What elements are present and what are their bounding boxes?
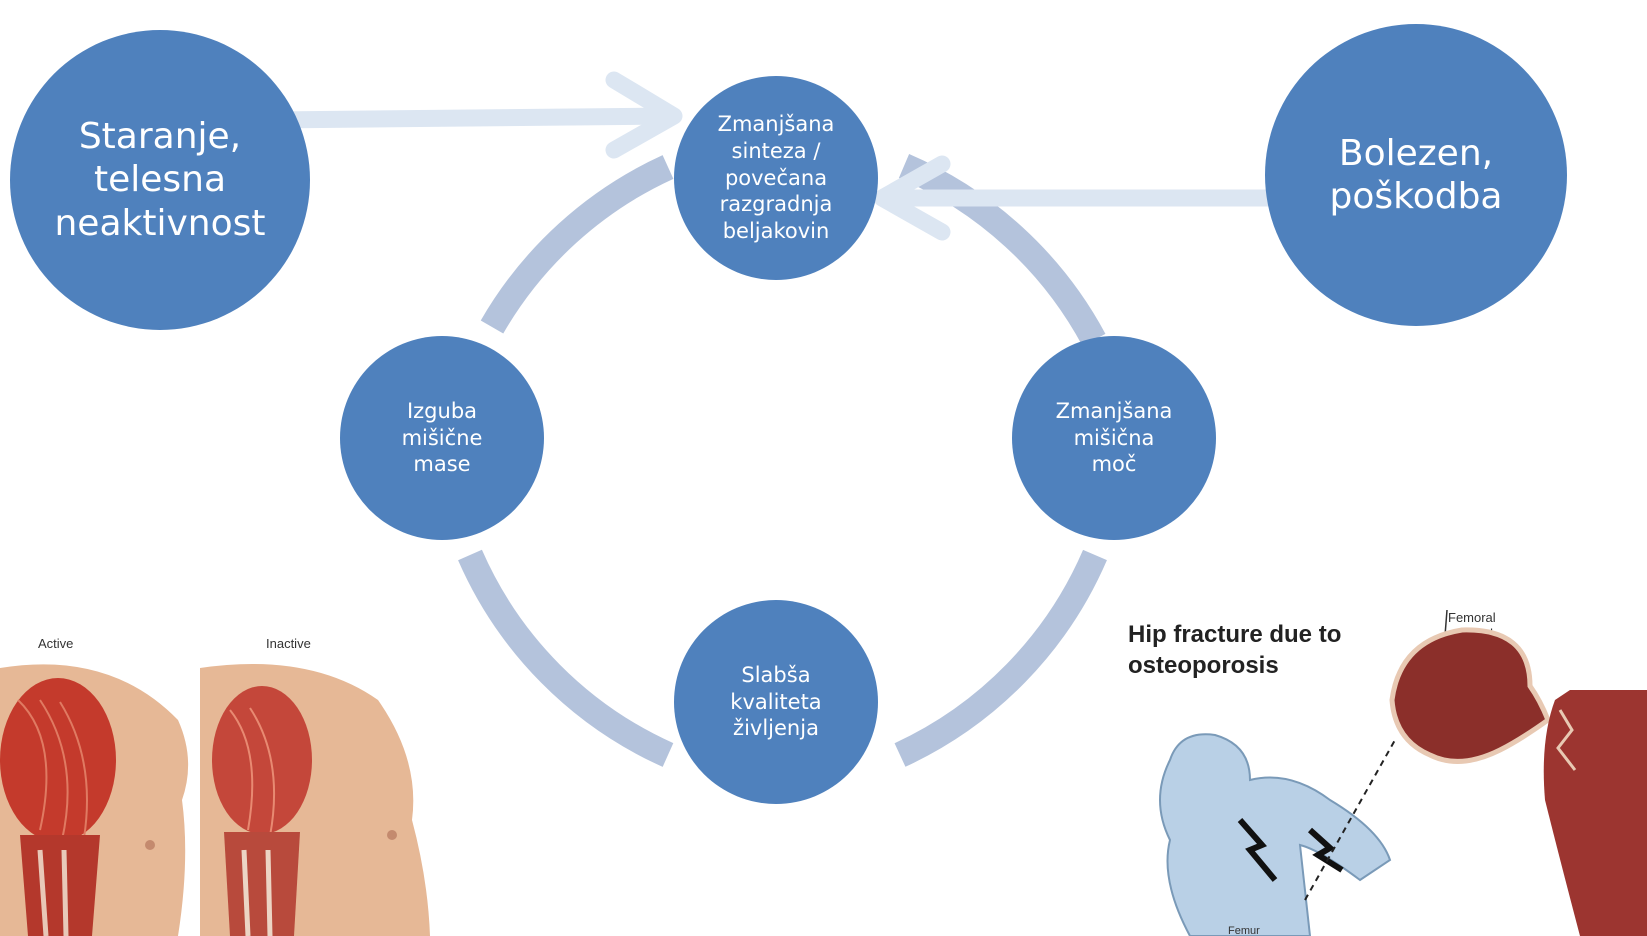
hip-title-line1: Hip fracture due to <box>1128 621 1341 648</box>
node-aging-inactivity: Staranje, telesna neaktivnost <box>10 30 310 330</box>
femur-label: Femur <box>1228 925 1260 936</box>
arrow-from-aging <box>263 71 683 159</box>
node-protein-synthesis: Zmanjšana sinteza / povečana razgradnja … <box>674 76 878 280</box>
label-inactive: Inactive <box>266 636 311 651</box>
ring-segment-right-bottom <box>894 549 1107 767</box>
ring-segment-left-top <box>480 155 674 334</box>
arrow-from-disease <box>873 155 1321 241</box>
node-muscle-mass-loss: Izguba mišične mase <box>340 336 544 540</box>
femoral-label-line1: Femoral <box>1448 610 1496 625</box>
hip-fracture-illustration: Hip fracture due to osteoporosis Femoral… <box>1128 609 1647 936</box>
node-muscle-strength: Zmanjšana mišična moč <box>1012 336 1216 540</box>
muscle-illustration: Active Inactive <box>0 636 430 936</box>
node-quality-of-life: Slabša kvaliteta življenja <box>674 600 878 804</box>
hip-title-line2: osteoporosis <box>1128 652 1279 679</box>
ring-segment-left-bottom <box>458 549 674 767</box>
label-active: Active <box>38 636 73 651</box>
node-disease-injury: Bolezen, poškodba <box>1265 24 1567 326</box>
ring-segment-right-top <box>898 154 1106 347</box>
